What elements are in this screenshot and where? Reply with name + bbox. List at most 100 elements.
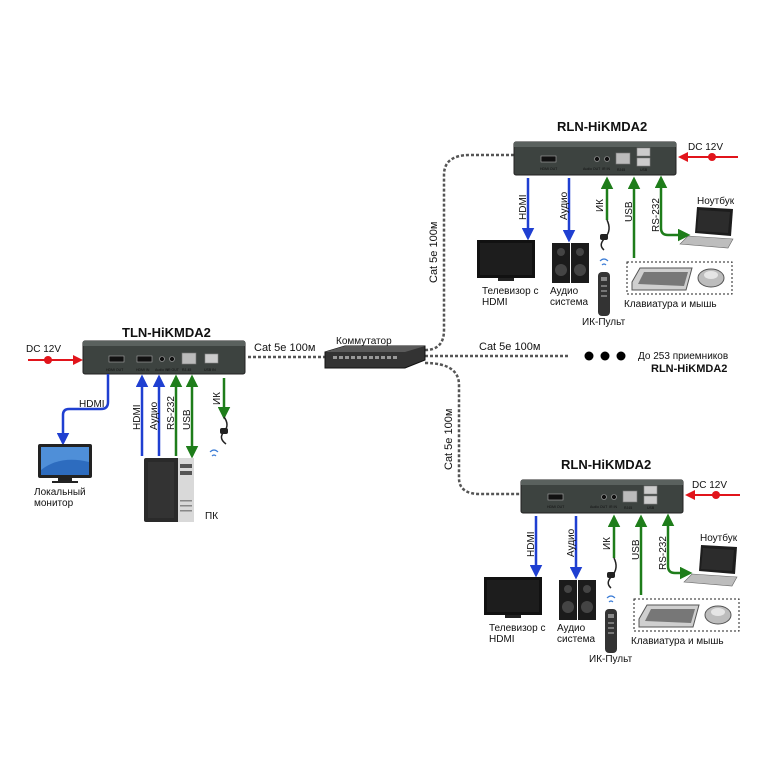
- port-label: IR IN: [609, 505, 617, 509]
- more-receivers-model: RLN-HiKMDA2: [651, 363, 727, 375]
- port-label: Audio IN: [155, 368, 169, 372]
- signal-label: ИК: [602, 537, 613, 550]
- rj45-port: [615, 152, 631, 165]
- ir-receiver-icon: [599, 219, 610, 266]
- tv-icon: [484, 577, 542, 618]
- cable-label: Cat 5e 100м: [254, 342, 315, 354]
- remote-control-icon: [605, 609, 617, 653]
- ir-receiver-icon: [606, 557, 617, 603]
- ellipsis-dot: [616, 351, 626, 361]
- laptop-icon: [683, 545, 738, 587]
- power-plug-icon: [44, 356, 52, 364]
- audio-in-port: [159, 356, 165, 362]
- signal-label: RS-232: [658, 536, 669, 570]
- rs232-arrow: [654, 175, 691, 242]
- pc-label: ПК: [205, 511, 218, 522]
- signal-label: Аудио: [149, 401, 160, 430]
- speakers-icon: [559, 580, 596, 620]
- audio-out-port: [601, 494, 607, 500]
- kbm-label: Клавиатура и мышь: [624, 299, 717, 310]
- mouse-icon: [697, 268, 725, 288]
- signal-label: Аудио: [559, 191, 570, 220]
- cable-switch-to-rx-bottom: [424, 361, 521, 496]
- signal-label: Аудио: [566, 528, 577, 557]
- usb-port: [636, 147, 651, 157]
- usb-port: [643, 485, 658, 495]
- port-label: RJ-45: [182, 368, 191, 372]
- ellipsis-dot: [584, 351, 594, 361]
- cable-switch-to-rx-top: [424, 153, 514, 352]
- local-monitor-icon: [38, 444, 92, 483]
- port-label: USB: [647, 506, 655, 510]
- port-label: RJ45: [617, 168, 625, 172]
- receiver-top: RLN-HiKMDA2 HDMI OUT Audio OUT IR IN RJ4…: [428, 119, 738, 328]
- signal-label: HDMI: [518, 194, 529, 220]
- remote-label: ИК-Пульт: [582, 317, 626, 328]
- signal-label: USB: [631, 539, 642, 560]
- mouse-icon: [704, 605, 732, 625]
- rs232-arrow: [661, 513, 693, 580]
- local-monitor-label: Локальный монитор: [34, 487, 88, 509]
- switch-label: Коммутатор: [336, 336, 392, 347]
- cable-label: Cat 5e 100м: [479, 341, 540, 353]
- signal-label: RS-232: [651, 198, 662, 232]
- port-label: HDMI OUT: [547, 505, 565, 509]
- network-switch: Коммутатор: [324, 336, 426, 369]
- power-plug-icon: [708, 153, 716, 161]
- dc-label: DC 12V: [688, 142, 723, 153]
- port-label: IR OUT: [167, 368, 180, 372]
- signal-label: HDMI: [79, 399, 105, 410]
- more-receivers: Cat 5e 100м До 253 приемников RLN-HiKMDA…: [479, 341, 728, 375]
- keyboard-icon: [631, 267, 693, 291]
- rj45-port: [622, 490, 638, 503]
- ir-out-port: [169, 356, 175, 362]
- more-receivers-count: До 253 приемников: [638, 351, 728, 362]
- port-label: RJ45: [624, 506, 632, 510]
- remote-label: ИК-Пульт: [589, 654, 633, 665]
- port-label: USB IN: [204, 368, 216, 372]
- usb-port: [643, 495, 658, 505]
- power-plug-icon: [712, 491, 720, 499]
- signal-label: HDMI: [132, 404, 143, 430]
- port-label: Audio OUT: [590, 505, 608, 509]
- remote-control-icon: [598, 272, 610, 316]
- dc-label: DC 12V: [692, 480, 727, 491]
- laptop-icon: [679, 207, 734, 249]
- usb-port: [636, 157, 651, 167]
- tv-icon: [477, 240, 535, 281]
- laptop-label: Ноутбук: [697, 195, 735, 207]
- signal-label: HDMI: [526, 531, 537, 557]
- cat5e-cables: [248, 153, 570, 496]
- hdmi-out-port: [108, 355, 125, 363]
- usb-in-port: [204, 353, 219, 364]
- signal-label: RS-232: [166, 396, 177, 430]
- audio-out-port: [594, 156, 600, 162]
- ir-in-port: [611, 494, 617, 500]
- kbm-box: [633, 598, 740, 632]
- cable-label: Cat 5e 100м: [428, 222, 440, 283]
- signal-label: USB: [624, 201, 635, 222]
- kbm-label: Клавиатура и мышь: [631, 636, 724, 647]
- port-label: Audio OUT: [583, 167, 601, 171]
- signal-label: ИК: [595, 199, 606, 212]
- port-label: USB: [640, 168, 648, 172]
- hdmi-arrow: [56, 374, 110, 446]
- signal-label: USB: [182, 409, 193, 430]
- hdmi-out-port: [540, 155, 557, 163]
- laptop-label: Ноутбук: [700, 532, 738, 544]
- hdmi-in-port: [136, 355, 153, 363]
- signal-label: ИК: [212, 392, 223, 405]
- keyboard-icon: [638, 604, 700, 628]
- pc-tower-icon: [144, 458, 194, 522]
- receiver-bottom: RLN-HiKMDA2 HDMI OUT Audio OUT IR IN RJ4…: [443, 409, 740, 665]
- transmitter-title: TLN-HiKMDA2: [122, 325, 211, 340]
- port-label: IR IN: [602, 167, 610, 171]
- transmitter: TLN-HiKMDA2 HDMI OUT HDMI IN Audio IN IR…: [26, 325, 315, 522]
- port-label: HDMI OUT: [540, 167, 558, 171]
- speakers-icon: [552, 243, 589, 283]
